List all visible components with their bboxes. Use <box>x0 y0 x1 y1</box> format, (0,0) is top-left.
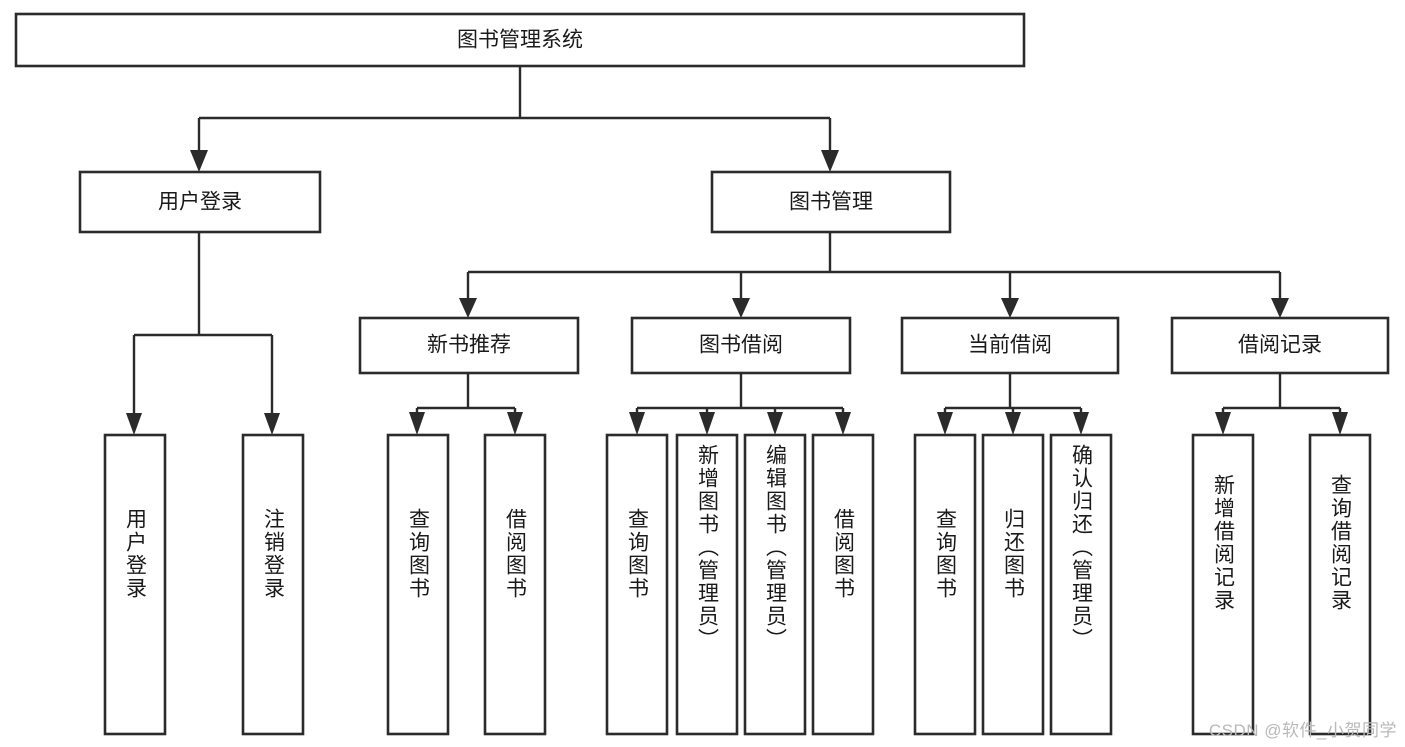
node-current-borrow-label: 当前借阅 <box>968 334 1052 357</box>
node-user-login-box[interactable] <box>78 170 322 234</box>
node-book-borrow[interactable]: 图书借阅 <box>630 316 852 375</box>
node-book-borrow-box[interactable] <box>630 316 852 375</box>
node-leaf-add-book-box[interactable] <box>675 433 739 736</box>
node-current-borrow[interactable]: 当前借阅 <box>900 316 1120 375</box>
arrow-bm-to-current-borrow <box>1001 298 1019 318</box>
node-new-book-recommend-box[interactable] <box>358 316 580 375</box>
arrow-current-borrow-to-leaf-3 <box>1073 412 1089 435</box>
node-leaf-confirm-return-box[interactable] <box>1049 433 1113 736</box>
arrow-book-borrow-to-leaf-3 <box>767 412 783 435</box>
node-leaf-user-login[interactable]: 用户登录 <box>103 433 167 736</box>
arrow-current-borrow-to-leaf-1 <box>937 412 953 435</box>
arrow-bm-to-book-borrow <box>732 298 750 318</box>
arrow-bm-to-borrow-record <box>1271 298 1289 318</box>
node-borrow-record[interactable]: 借阅记录 <box>1170 316 1390 375</box>
node-root-box[interactable] <box>14 12 1026 68</box>
node-leaf-edit-book-label: 编辑图书（管理员） <box>764 444 788 651</box>
node-current-borrow-box[interactable] <box>900 316 1120 375</box>
arrow-new-book-to-leaf-2 <box>507 412 523 435</box>
arrow-bm-to-new-book <box>459 298 477 318</box>
node-leaf-borrow-book-1[interactable]: 借阅图书 <box>483 433 547 736</box>
node-leaf-add-record-label: 新增借阅记录 <box>1212 474 1236 612</box>
node-book-management[interactable]: 图书管理 <box>710 170 952 234</box>
node-root-label: 图书管理系统 <box>457 29 583 52</box>
node-leaf-confirm-return-label: 确认归还（管理员） <box>1070 444 1094 651</box>
arrow-current-borrow-to-leaf-2 <box>1005 412 1021 435</box>
node-leaf-query-book-3-box[interactable] <box>913 433 977 736</box>
node-leaf-query-record[interactable]: 查询借阅记录 <box>1308 433 1372 736</box>
node-borrow-record-label: 借阅记录 <box>1238 334 1322 357</box>
node-leaf-add-record-box[interactable] <box>1191 433 1255 736</box>
node-user-login[interactable]: 用户登录 <box>78 170 322 234</box>
node-leaf-borrow-book-2-label: 借阅图书 <box>832 508 856 600</box>
node-book-borrow-label: 图书借阅 <box>699 334 783 357</box>
node-new-book-recommend[interactable]: 新书推荐 <box>358 316 580 375</box>
node-leaf-user-logout[interactable]: 注销登录 <box>241 433 305 736</box>
node-user-login-label: 用户登录 <box>158 191 242 214</box>
node-leaf-add-book[interactable]: 新增图书（管理员） <box>675 433 739 736</box>
node-leaf-borrow-book-1-box[interactable] <box>483 433 547 736</box>
node-leaf-add-record[interactable]: 新增借阅记录 <box>1191 433 1255 736</box>
arrow-user-login-to-leaf-1 <box>126 413 142 435</box>
node-leaf-query-record-label: 查询借阅记录 <box>1329 474 1353 612</box>
arrow-root-to-book-management <box>821 150 839 172</box>
connector-layer <box>126 66 1348 435</box>
node-book-management-label: 图书管理 <box>789 191 873 214</box>
node-leaf-borrow-book-2[interactable]: 借阅图书 <box>811 433 875 736</box>
arrow-borrow-record-to-leaf-2 <box>1332 412 1348 435</box>
arrow-user-login-to-leaf-2 <box>264 413 280 435</box>
node-borrow-record-box[interactable] <box>1170 316 1390 375</box>
arrow-new-book-to-leaf-1 <box>409 412 425 435</box>
node-leaf-query-book-3[interactable]: 查询图书 <box>913 433 977 736</box>
node-root[interactable]: 图书管理系统 <box>14 12 1026 68</box>
node-leaf-edit-book[interactable]: 编辑图书（管理员） <box>743 433 807 736</box>
node-book-management-box[interactable] <box>710 170 952 234</box>
node-new-book-recommend-label: 新书推荐 <box>427 334 511 357</box>
node-leaf-user-login-box[interactable] <box>103 433 167 736</box>
node-leaf-user-logout-label: 注销登录 <box>262 508 286 600</box>
node-leaf-add-book-label: 新增图书（管理员） <box>696 444 720 651</box>
node-leaf-query-book-2-label: 查询图书 <box>626 508 650 600</box>
node-leaf-query-book-3-label: 查询图书 <box>934 508 958 600</box>
node-leaf-borrow-book-1-label: 借阅图书 <box>504 508 528 600</box>
node-leaf-return-book-box[interactable] <box>981 433 1045 736</box>
node-leaf-edit-book-box[interactable] <box>743 433 807 736</box>
node-leaf-query-book-1-label: 查询图书 <box>407 508 431 600</box>
arrow-book-borrow-to-leaf-4 <box>835 412 851 435</box>
arrow-borrow-record-to-leaf-1 <box>1215 412 1231 435</box>
node-leaf-query-book-1-box[interactable] <box>386 433 450 736</box>
arrow-book-borrow-to-leaf-2 <box>699 412 715 435</box>
arrow-book-borrow-to-leaf-1 <box>629 412 645 435</box>
node-leaf-return-book-label: 归还图书 <box>1002 508 1026 600</box>
node-leaf-user-logout-box[interactable] <box>241 433 305 736</box>
node-leaf-query-record-box[interactable] <box>1308 433 1372 736</box>
node-leaf-query-book-2-box[interactable] <box>605 433 669 736</box>
node-leaf-user-login-label: 用户登录 <box>124 508 148 600</box>
node-leaf-return-book[interactable]: 归还图书 <box>981 433 1045 736</box>
node-leaf-query-book-2[interactable]: 查询图书 <box>605 433 669 736</box>
node-leaf-confirm-return[interactable]: 确认归还（管理员） <box>1049 433 1113 736</box>
arrow-root-to-user-login <box>190 150 208 172</box>
node-leaf-borrow-book-2-box[interactable] <box>811 433 875 736</box>
node-leaf-query-book-1[interactable]: 查询图书 <box>386 433 450 736</box>
